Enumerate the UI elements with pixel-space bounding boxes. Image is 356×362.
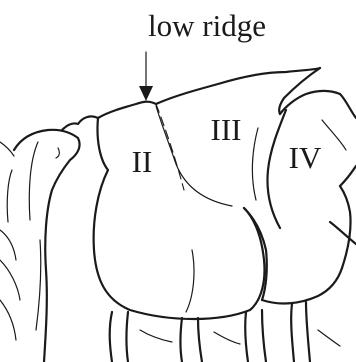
low-ridge-label: low ridge: [148, 8, 266, 43]
segment-label-ii: II: [132, 144, 153, 179]
segment-label-iv: IV: [289, 140, 322, 175]
dorsal-contour: [62, 68, 356, 130]
segment-four-outline: [322, 120, 356, 268]
segment-one-outline: [0, 130, 80, 362]
low-ridge-arrow: [139, 52, 153, 101]
segment-label-iii: III: [211, 112, 242, 147]
legs: [110, 302, 340, 362]
